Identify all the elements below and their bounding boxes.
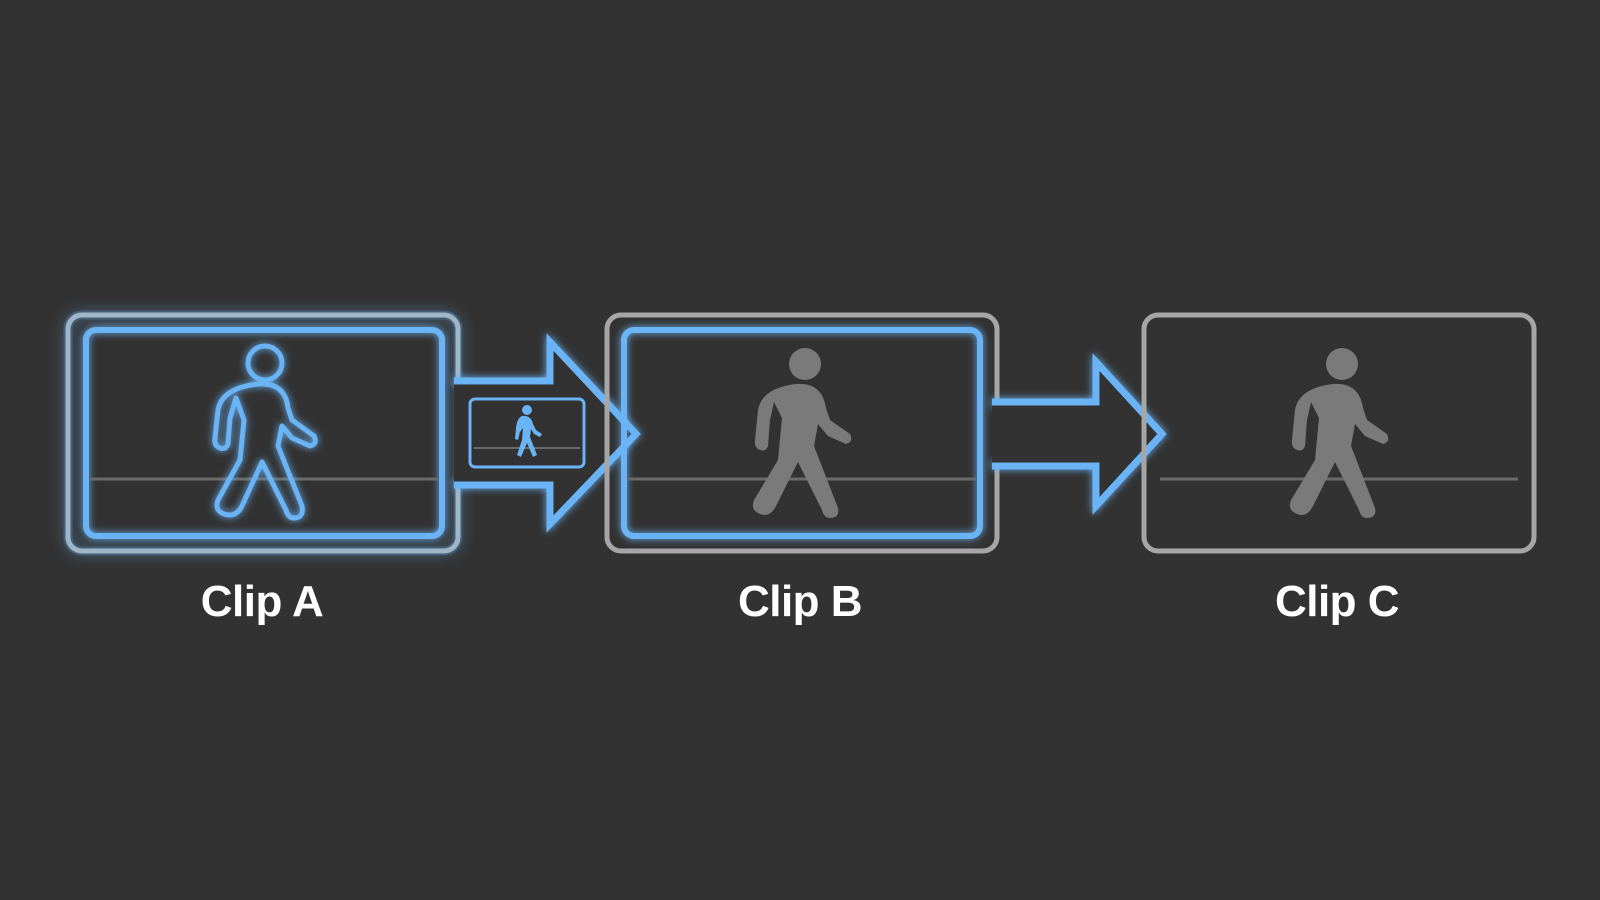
- clip-b-label: Clip B: [737, 577, 863, 626]
- clip-a-outer-frame-core: [65, 312, 461, 554]
- arrow-b-to-c: [992, 353, 1167, 515]
- clip-b-inner-frame: [621, 327, 983, 539]
- clip-a-card[interactable]: [63, 310, 463, 556]
- clip-a-outer-frame: [63, 310, 463, 556]
- arrow-a-to-b: [454, 333, 641, 533]
- walking-person-icon: [1289, 348, 1389, 518]
- mini-clip-thumbnail: [468, 397, 586, 469]
- clip-b-card[interactable]: [604, 312, 1000, 554]
- clip-a-inner-frame: [83, 327, 445, 539]
- walking-person-mini-icon: [515, 405, 542, 457]
- clip-c-outer-frame: [1141, 312, 1537, 554]
- clip-c-label: Clip C: [1274, 577, 1400, 626]
- walking-person-outline-icon: [212, 343, 318, 521]
- walking-person-icon: [752, 348, 852, 518]
- clip-c-card[interactable]: [1141, 312, 1537, 554]
- clip-a-label: Clip A: [200, 577, 324, 626]
